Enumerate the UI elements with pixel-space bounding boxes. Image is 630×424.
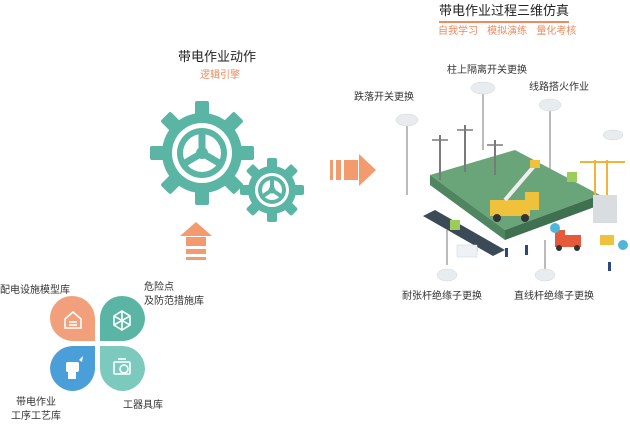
process-library-label-line1: 带电作业	[16, 397, 56, 408]
process-library-label-line2: 工序工艺库	[11, 411, 61, 422]
callout-pole-switch: 柱上隔离开关更换	[447, 65, 527, 76]
simulation-subtitle: 自我学习 模拟演练 量化考核	[438, 26, 577, 37]
callout-tension-insulator: 耐张杆绝缘子更换	[402, 291, 482, 302]
callout-straight-insulator: 直线杆绝缘子更换	[514, 291, 594, 302]
up-arrow-icon	[180, 222, 212, 260]
simulation-scene	[395, 81, 628, 282]
library-flower	[50, 296, 145, 391]
model-library-label: 配电设施模型库	[0, 285, 70, 296]
simulation-title: 带电作业过程三维仿真	[439, 0, 570, 23]
danger-library-label: 危险点 及防范措施库	[144, 281, 204, 309]
toolbox-icon	[113, 358, 131, 375]
danger-library-label-line2: 及防范措施库	[144, 296, 204, 307]
engine-title: 带电作业动作	[178, 50, 257, 65]
gears-graphic	[150, 101, 304, 222]
small-gear-icon	[240, 158, 304, 222]
big-gear-icon	[150, 101, 254, 205]
callout-line-connect: 线路搭火作业	[529, 82, 589, 93]
callout-drop-switch: 跌落开关更换	[354, 92, 414, 103]
tools-library-petal	[99, 346, 145, 391]
right-arrow-icon	[330, 154, 376, 186]
house-box-icon	[64, 310, 82, 329]
danger-library-label-line1: 危险点	[144, 282, 174, 293]
process-library-label: 带电作业 工序工艺库	[6, 396, 66, 424]
shield-cube-icon	[113, 310, 131, 331]
fist-icon	[66, 356, 83, 379]
model-library-petal	[50, 296, 95, 341]
engine-subtitle: 逻辑引擎	[200, 70, 240, 81]
tools-library-label: 工器具库	[123, 400, 163, 411]
